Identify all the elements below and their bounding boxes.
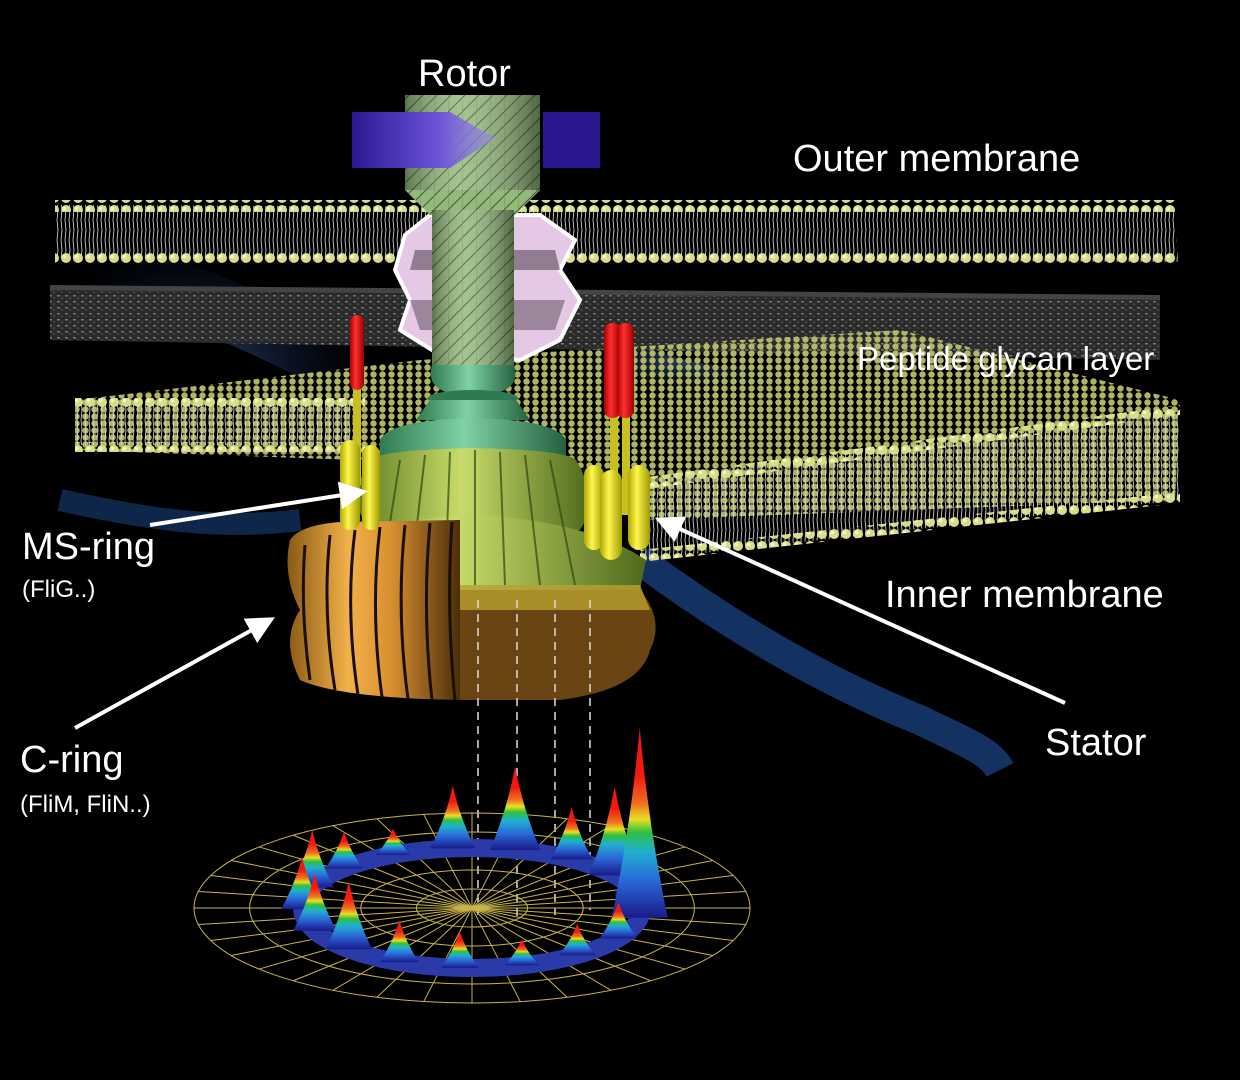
stator-arrow [654, 516, 1066, 705]
inner-membrane-label: Inner membrane [885, 574, 1164, 616]
rotor-label: Rotor [418, 53, 511, 95]
grid-spoke [198, 891, 473, 909]
intensity-peak [504, 939, 540, 966]
grid-spoke [471, 907, 734, 941]
grid-spoke [471, 818, 568, 909]
outer-membrane-label: Outer membrane [793, 138, 1081, 180]
peptide-glycan-label: Peptide glycan layer [857, 340, 1155, 377]
intensity-peak [430, 785, 476, 849]
intensity-peak [599, 901, 638, 939]
grid-spoke [471, 875, 734, 909]
grid-spoke [293, 907, 473, 982]
grid-spoke [471, 907, 746, 925]
ms-ring-sublabel: (FliG..) [22, 576, 96, 603]
intensity-peak [559, 923, 596, 956]
grid-spoke [423, 907, 473, 1002]
ms-ring-arrow [149, 481, 368, 527]
grid-spoke [471, 907, 612, 991]
intensity-peak [440, 931, 479, 968]
outer-membrane [55, 200, 1178, 264]
stator-right [584, 323, 650, 560]
c-ring-arrow [74, 617, 275, 730]
grid-spoke [198, 907, 473, 925]
grid-spoke [471, 891, 746, 909]
grid-spoke [231, 860, 473, 909]
grid-spoke [471, 825, 612, 909]
intensity-peak [293, 873, 337, 931]
grid-spoke [423, 814, 473, 909]
intensity-peak-ring [281, 727, 668, 977]
grid-spoke [258, 846, 473, 909]
c-ring-sublabel: (FliM, FliN..) [20, 791, 151, 818]
grid-spoke [471, 907, 651, 982]
stator-label: Stator [1045, 722, 1147, 764]
grid-spoke [471, 860, 713, 909]
grid-spoke [471, 907, 713, 956]
grid-spoke [293, 834, 473, 909]
intensity-peak [325, 881, 372, 950]
intensity-peak [379, 920, 419, 963]
intensity-peak [325, 831, 363, 869]
annotation-arrows [74, 481, 1066, 730]
intensity-peak [611, 727, 668, 918]
rod-base [380, 365, 566, 460]
intensity-peak [550, 807, 593, 860]
intensity-peak [375, 828, 411, 855]
c-ring-label: C-ring [20, 739, 124, 781]
grid-spoke [471, 907, 521, 1002]
grid-spoke [332, 825, 473, 909]
ms-ring-label: MS-ring [22, 526, 156, 568]
intensity-peak [489, 766, 541, 850]
rotation-arrow [352, 112, 600, 168]
grid-spoke [210, 875, 473, 909]
grid-spoke [376, 907, 473, 998]
c-ring [287, 520, 656, 701]
